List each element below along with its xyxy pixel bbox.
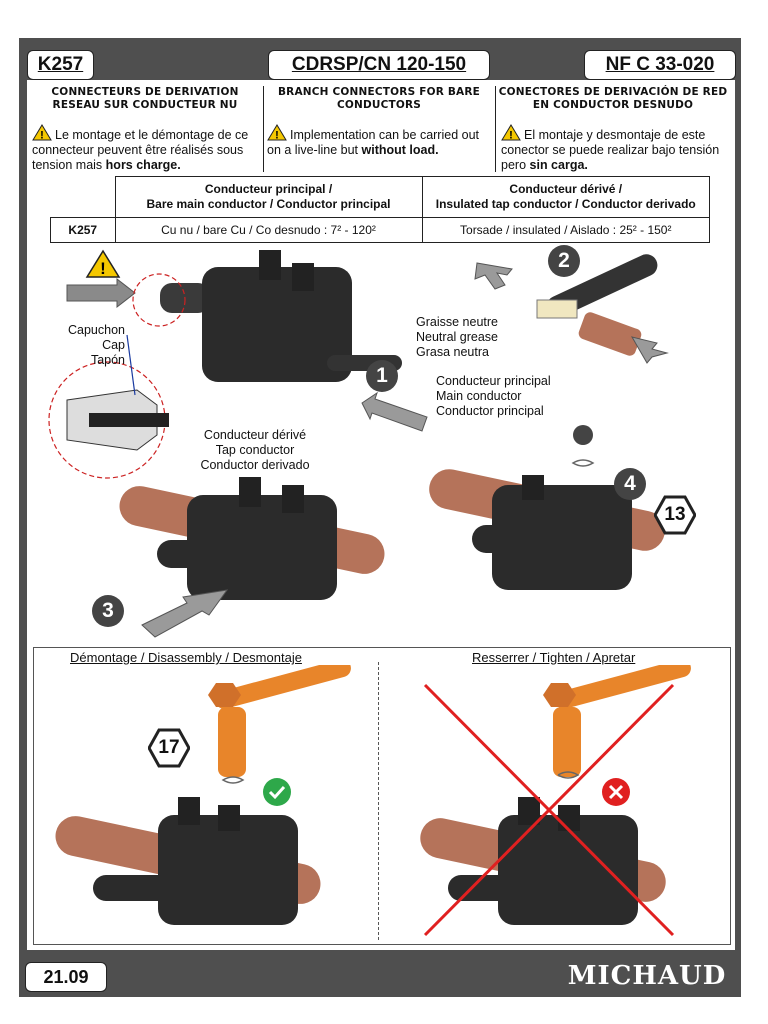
col-text-en: !Implementation can be carried out on a … — [267, 124, 495, 158]
svg-text:!: ! — [509, 130, 513, 142]
insert-arrow — [67, 279, 135, 307]
torque-13-badge: 13 — [654, 494, 696, 536]
svg-text:!: ! — [40, 130, 44, 142]
col-title-en: BRANCH CONNECTORS FOR BARE CONDUCTORS — [264, 86, 494, 112]
col-title-fr: CONNECTEURS DE DERIVATION RESEAU SUR CON… — [30, 86, 260, 112]
main-conductor-header: Conducteur principal /Bare main conducto… — [115, 177, 422, 218]
direction-arrow — [632, 337, 667, 363]
wrench-left — [208, 665, 353, 783]
warning-icon: ! — [32, 124, 52, 141]
step-2-badge: 2 — [548, 245, 580, 277]
connector-on-cable-left — [116, 477, 388, 600]
edition-date: 21.09 — [25, 962, 107, 992]
row-tap-range: Torsade / insulated / Aislado : 25² - 15… — [422, 218, 710, 243]
brand-logo: MICHAUD — [563, 962, 731, 990]
model-box: CDRSP/CN 120-150 — [268, 50, 490, 80]
model-code: CDRSP/CN 120-150 — [292, 54, 466, 76]
col-title-es: CONECTORES DE DERIVACIÓN DE RED EN CONDU… — [498, 86, 728, 112]
spec-header-row: Conducteur principal /Bare main conducto… — [51, 177, 710, 218]
warning-icon: ! — [267, 124, 287, 141]
push-arrow — [142, 590, 227, 637]
standard-box: NF C 33-020 — [584, 50, 736, 80]
warning-icon: ! — [87, 251, 119, 278]
ref-code: K257 — [38, 54, 83, 76]
error-icon — [602, 778, 630, 806]
step-3-badge: 3 — [92, 595, 124, 627]
step-1-badge: 1 — [366, 360, 398, 392]
direction-arrow — [475, 263, 512, 289]
connector-bottom-left — [52, 797, 324, 925]
assembly-illustration: ! — [27, 245, 735, 645]
col-separator — [263, 86, 264, 172]
check-icon — [263, 778, 291, 806]
connector-top-left — [133, 250, 402, 382]
tighten-title: Resserrer / Tighten / Apretar — [472, 650, 635, 665]
col-text-es: !El montaje y desmontaje de este conecto… — [501, 124, 729, 173]
torque-17-badge: 17 — [148, 727, 190, 769]
tap-conductor-header: Conducteur dérivé /Insulated tap conduct… — [422, 177, 710, 218]
wrench-right — [543, 665, 693, 778]
ref-box: K257 — [27, 50, 94, 80]
row-main-range: Cu nu / bare Cu / Co desnudo : 7² - 120² — [115, 218, 422, 243]
warning-icon: ! — [501, 124, 521, 141]
connector-on-cable-right — [425, 425, 668, 590]
table-row: K257 Cu nu / bare Cu / Co desnudo : 7² -… — [51, 218, 710, 243]
tightening-illustration — [33, 665, 729, 943]
standard-code: NF C 33-020 — [606, 54, 715, 76]
step-4-badge: 4 — [614, 468, 646, 500]
col-text-fr: !Le montage et le démontage de ce connec… — [32, 124, 260, 173]
svg-text:!: ! — [100, 259, 106, 278]
col-separator — [495, 86, 496, 172]
direction-arrow — [362, 393, 427, 431]
row-ref: K257 — [51, 218, 116, 243]
disassembly-title: Démontage / Disassembly / Desmontaje — [70, 650, 302, 665]
spec-table: Conducteur principal /Bare main conducto… — [50, 176, 710, 243]
svg-text:!: ! — [275, 130, 279, 142]
